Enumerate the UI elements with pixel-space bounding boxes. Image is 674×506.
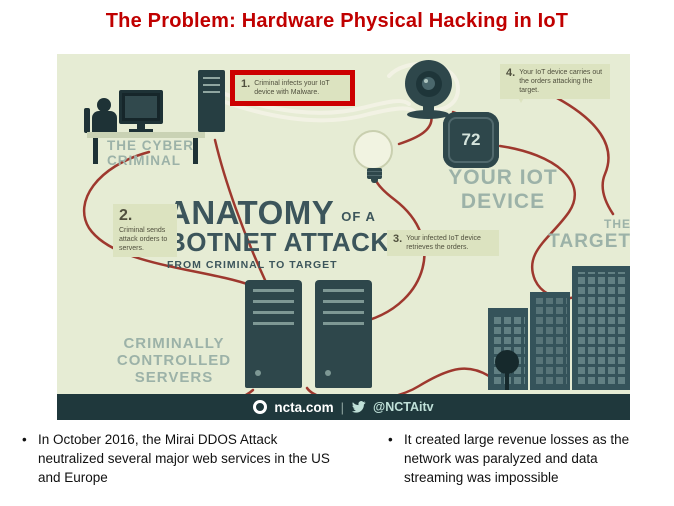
server-rack-light [255, 370, 261, 376]
step-3-callout: 3. Your infected IoT device retrieves th… [387, 230, 499, 257]
server-rack-light [325, 370, 331, 376]
bullet-marker: • [22, 432, 27, 447]
step-1-callout-highlighted: 1. Criminal infects your IoT device with… [230, 70, 355, 107]
webcam-base [407, 110, 449, 119]
servers-label-line1: CRIMINALLY [123, 335, 225, 352]
bullet-text-left: In October 2016, the Mirai DDOS Attack n… [38, 432, 330, 486]
slide-title: The Problem: Hardware Physical Hacking i… [105, 10, 569, 32]
ncta-twitter-handle: @NCTAitv [373, 400, 434, 414]
building-icon [572, 266, 630, 390]
your-iot-device-label-line1: YOUR IOT [448, 166, 558, 189]
criminal-body [92, 111, 117, 132]
your-iot-device-label-line2: DEVICE [460, 189, 546, 213]
thermostat-temperature: 72 [461, 130, 481, 149]
webcam-icon [405, 60, 452, 107]
pc-tower-vents [203, 77, 220, 95]
infographic-title-anatomy: ANATOMY [167, 194, 335, 231]
footer-separator: | [340, 399, 345, 415]
monitor-stand [137, 124, 145, 129]
step-3-number: 3. [393, 233, 403, 245]
step-1-text: Criminal infects your IoT device with Ma… [254, 80, 330, 97]
light-bulb-icon [353, 130, 393, 170]
your-iot-device-label: YOUR IOT DEVICE [435, 166, 571, 213]
step-2-text: Criminal sends attack orders to servers. [119, 227, 168, 253]
step-4-callout: 4. Your IoT device carries out the order… [500, 64, 610, 104]
servers-label-line3: SERVERS [134, 368, 214, 386]
criminal-figure-icon [97, 98, 111, 112]
step-3-text: Your infected IoT device retrieves the o… [406, 235, 481, 252]
webcam-glint [424, 79, 428, 83]
pc-tower-icon [198, 70, 225, 132]
cyber-criminal-label-line1: THE CYBER [107, 138, 195, 153]
infographic-footer-bar: ncta.com | @NCTAitv [57, 394, 630, 420]
server-rack-icon [315, 280, 372, 388]
bullet-list-right: • It created large revenue losses as the… [388, 430, 650, 487]
thermostat-icon: 72 [443, 112, 499, 168]
bullet-marker: • [388, 432, 393, 447]
bullet-list-left: • In October 2016, the Mirai DDOS Attack… [22, 430, 344, 487]
infographic-title: ANATOMY OF A BOTNET ATTACK FROM CRIMINAL… [167, 196, 417, 271]
server-rack-slots [323, 289, 364, 333]
step-4-number: 4. [506, 67, 516, 79]
server-rack-slots [253, 289, 294, 333]
monitor-base [129, 129, 153, 132]
desk-leg [93, 138, 98, 164]
chair-icon [84, 108, 90, 133]
list-item: • It created large revenue losses as the… [388, 430, 650, 487]
step-4-text: Your IoT device carries out the orders a… [519, 69, 603, 95]
cyber-criminal-label: THE CYBER CRIMINAL [107, 138, 219, 168]
bullet-text-right: It created large revenue losses as the n… [404, 432, 630, 486]
webcam-lens [422, 77, 435, 90]
target-label-line1: THE [604, 217, 630, 231]
monitor-icon [119, 90, 163, 124]
tree-trunk [505, 372, 509, 390]
step-2-callout: 2. Criminal sends attack orders to serve… [113, 204, 177, 258]
list-item: • In October 2016, the Mirai DDOS Attack… [22, 430, 344, 487]
light-bulb-base [367, 168, 382, 179]
desk-icon [87, 132, 205, 138]
desk-leg [193, 138, 198, 164]
target-label-line2: TARGET [548, 231, 630, 253]
criminally-controlled-servers-label: CRIMINALLY CONTROLLED SERVERS [109, 335, 239, 386]
server-rack-icon [245, 280, 302, 388]
ncta-logo-icon [253, 400, 268, 414]
tree-icon [495, 350, 519, 374]
webcam-ring [415, 70, 442, 97]
infographic-title-botnet-attack: BOTNET ATTACK [167, 227, 390, 257]
building-icon [530, 292, 570, 390]
step-1-number: 1. [241, 78, 251, 90]
cyber-criminal-label-line2: CRIMINAL [107, 153, 181, 169]
twitter-bird-icon [351, 401, 366, 413]
botnet-infographic: THE CYBER CRIMINAL 1. Criminal infects y… [57, 54, 630, 420]
the-target-label: THE TARGET [535, 217, 630, 253]
servers-label-line2: CONTROLLED [116, 351, 232, 369]
light-bulb-tip [371, 179, 378, 183]
infographic-title-subtitle: FROM CRIMINAL TO TARGET [167, 259, 338, 272]
ncta-website: ncta.com [274, 399, 334, 415]
infographic-title-of-a: OF A [341, 209, 376, 224]
step-2-number: 2. [119, 207, 133, 224]
